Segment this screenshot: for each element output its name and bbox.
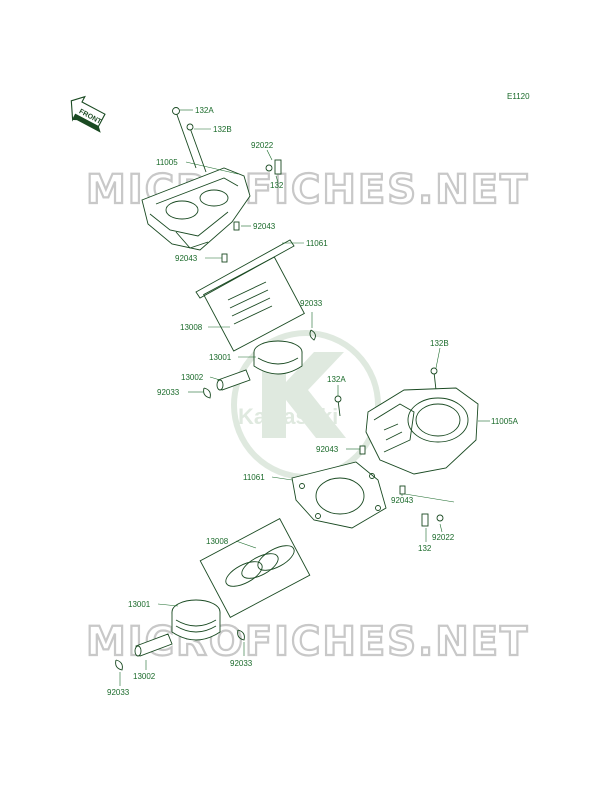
leader-lines <box>119 109 490 686</box>
kawasaki-logo-text: Kawasaki <box>238 404 338 429</box>
rear-cylinder-assembly <box>141 107 316 399</box>
label-92043-d: 92043 <box>391 496 414 505</box>
front-arrow-icon: FRONT <box>70 95 106 133</box>
label-92022-top: 92022 <box>251 141 274 150</box>
label-13001-bottom: 13001 <box>128 600 151 609</box>
front-cylinder-assembly <box>115 367 479 671</box>
label-132b-right: 132B <box>430 339 449 348</box>
label-11061-mid: 11061 <box>243 473 265 482</box>
label-92043-c: 92043 <box>316 445 339 454</box>
label-11061-top: 11061 <box>306 239 328 248</box>
label-13002-top: 13002 <box>181 373 204 382</box>
label-13001-top: 13001 <box>209 353 232 362</box>
label-132b-top: 132B <box>213 125 232 134</box>
label-132a-top: 132A <box>195 106 214 115</box>
label-92033-mid: 92033 <box>157 388 180 397</box>
label-132a-mid: 132A <box>327 375 346 384</box>
label-13008-top: 13008 <box>180 323 203 332</box>
label-13008-bottom: 13008 <box>206 537 229 546</box>
label-92043-a: 92043 <box>253 222 276 231</box>
label-13002-bottom: 13002 <box>133 672 156 681</box>
part-labels: 132A 132B 92022 11005 132 92043 11061 92… <box>107 106 519 697</box>
label-92033-bottom-left: 92033 <box>107 688 130 697</box>
label-92033-top: 92033 <box>300 299 323 308</box>
label-132-right: 132 <box>418 544 432 553</box>
diagram-code: E1120 <box>507 92 530 101</box>
label-92043-b: 92043 <box>175 254 198 263</box>
label-92033-bottom-right: 92033 <box>230 659 253 668</box>
label-11005: 11005 <box>156 158 178 167</box>
label-11005a: 11005A <box>491 417 519 426</box>
label-92022-right: 92022 <box>432 533 455 542</box>
label-132-top: 132 <box>270 181 284 190</box>
